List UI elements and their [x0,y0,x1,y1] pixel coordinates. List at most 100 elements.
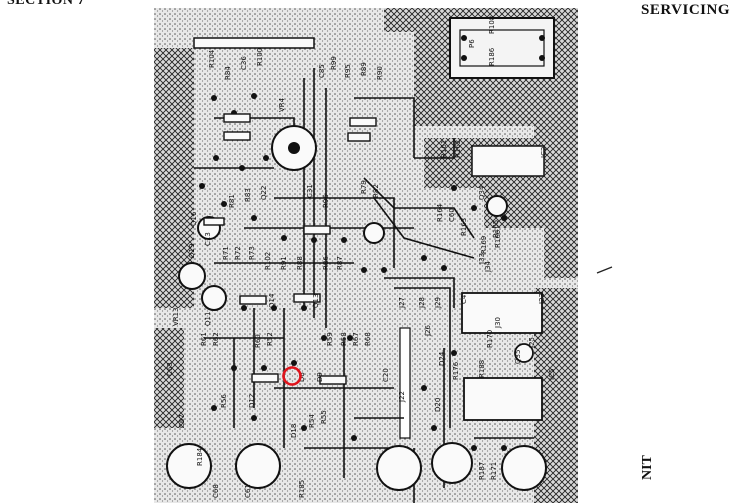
component-label: C67 [178,414,186,428]
component-label: R55 [320,410,328,424]
component-label: R79 [360,180,368,194]
component-label: C85 [318,64,326,78]
component-label: J27 [398,297,406,309]
component-label: R82 [372,184,380,198]
component-label: R188 [478,360,486,378]
component-label: J22 [398,391,406,403]
highlight-marker-circle [282,366,302,386]
ic-j30-outline [461,292,543,334]
component-label: R86 [322,256,330,270]
component-label: C61 [244,484,252,498]
component-label: R71 [222,246,230,260]
component-label: R72 [234,246,242,260]
component-label: D12 [248,394,256,408]
component-label: J30 [494,317,502,329]
component-label: C68 [212,484,220,498]
side-label: NIT [640,455,655,480]
component-label: Q34 [478,185,486,200]
component-label: IC5 [548,369,556,380]
component-label: J34 [484,260,492,273]
component-label: R67 [352,332,360,346]
section-label: SECTION 7 [7,0,86,8]
component-label: R187 [478,462,486,480]
component-label: VR4 [278,97,286,112]
component-label: R171 [490,462,498,480]
component-label: C4 [460,294,468,304]
ic-outline [471,145,545,177]
component-label: R102 [264,252,272,270]
component-label: Q14 [268,293,276,308]
ground-plane-left [154,48,194,308]
component-label: R100 [256,48,264,66]
component-label: R62 [212,332,220,346]
component-label: R59 [326,332,334,346]
ground-plane-right-edge [534,288,578,503]
component-label: J28 [418,297,426,309]
component-label: R176 [452,361,460,380]
component-label: C36 [240,56,248,70]
resistor-bodies [203,113,377,385]
component-label: Q19 [188,244,196,258]
component-label: Q11 [204,312,212,326]
component-label: R166 [494,229,502,248]
component-label: D20 [434,398,442,412]
component-label: R104 [208,49,216,68]
component-label: J23 [538,293,546,305]
component-label: R163 [460,218,468,236]
component-label: R185 [298,480,306,498]
component-label: D9 [316,372,324,382]
component-label: C60 [448,208,456,222]
component-label: R68 [364,332,372,346]
component-label: J33 [478,253,486,265]
component-label: D8 [298,372,306,382]
ground-plane-lower-left [154,328,184,428]
component-label: Q16 [190,211,198,226]
component-label: R169 [480,236,488,254]
page-title: SERVICING [641,2,730,18]
component-label: C20 [382,368,390,382]
component-label: R96 [322,194,330,208]
component-label: R186 [488,47,496,66]
ic-5-outline [463,377,543,421]
component-label: R90 [376,66,384,80]
component-label: R60 [254,334,262,348]
component-label: Q22 [260,186,268,200]
component-label: C63 [166,362,174,376]
component-label: R162 [454,140,462,158]
component-label: D24 [438,351,446,366]
component-label: IC2 [540,147,548,158]
component-label: J26 [424,324,432,337]
component-label: C31 [306,184,314,198]
component-label: R54 [308,414,316,428]
component-label: R108 [488,16,496,34]
relay-outline [449,17,555,79]
component-label: J25 [528,337,536,349]
component-label: R81 [228,194,236,208]
component-label: R84 [224,66,232,80]
component-label: C13 [204,232,212,246]
component-label: Q35 [514,350,522,364]
component-label: R91 [280,256,288,270]
component-label: Q13 [312,294,320,308]
component-label: R170 [486,330,494,348]
component-label: R95 [344,64,352,78]
component-label: R99 [330,56,338,70]
component-label: R52 [266,332,274,346]
component-label: R164 [436,203,444,222]
component-label: R88 [296,256,304,270]
component-label: R184 [196,447,204,466]
component-label: R58 [340,332,348,346]
component-label: R165 [492,220,500,238]
solder-pads [199,93,527,451]
component-label: D18 [290,424,298,438]
component-label: R87 [336,256,344,270]
component-label: P6 [468,39,476,48]
component-label: R56 [220,394,228,408]
component-label: J29 [434,297,442,309]
component-label: R89 [360,62,368,76]
margin-tick-mark [596,266,613,274]
component-label: R73 [248,246,256,260]
